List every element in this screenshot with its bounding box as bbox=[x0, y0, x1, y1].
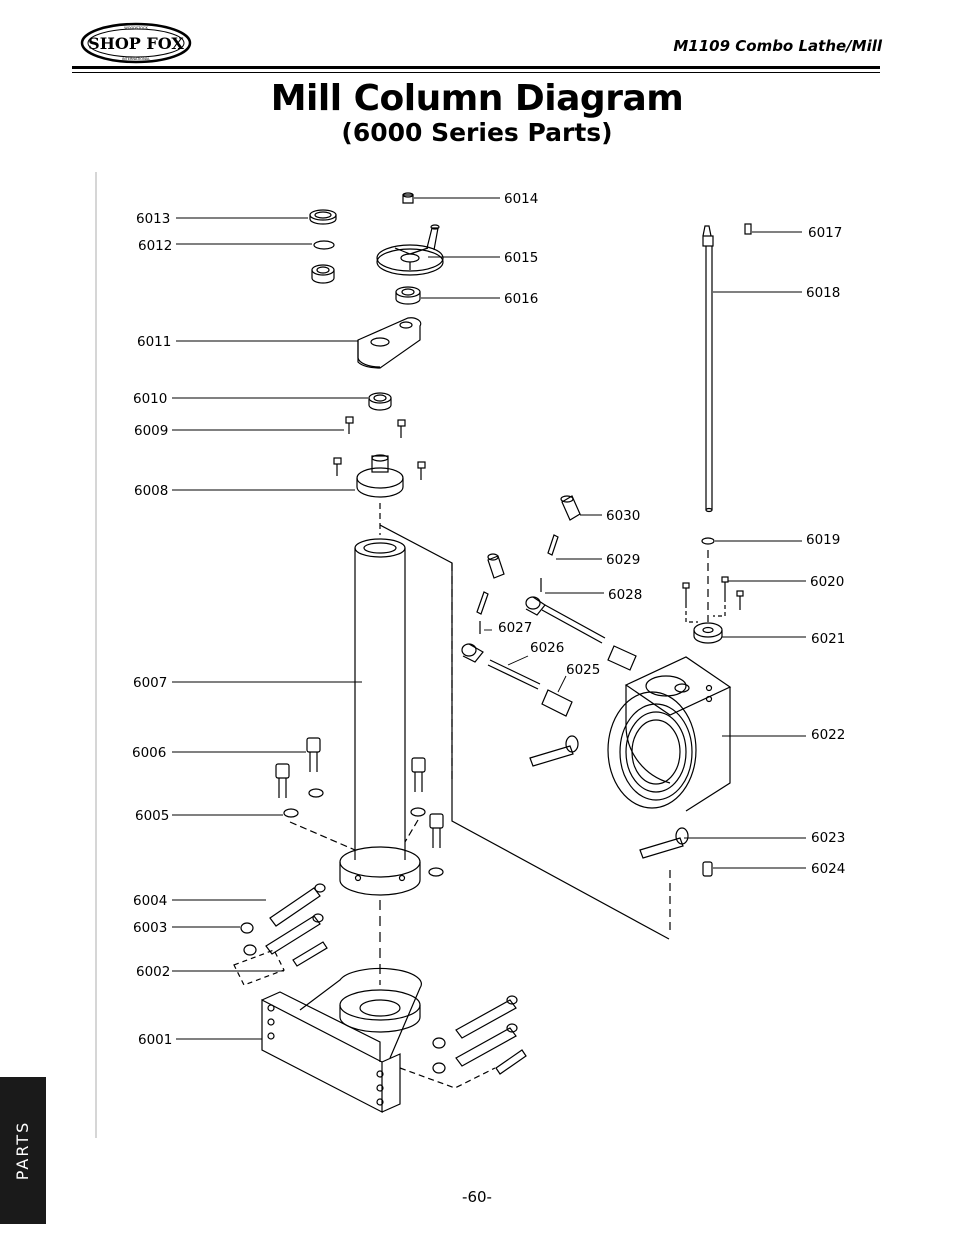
flange-6008 bbox=[356, 454, 404, 498]
callout-6026: 6026 bbox=[530, 640, 564, 656]
callout-6018: 6018 bbox=[806, 285, 840, 301]
column-base-flange bbox=[339, 846, 421, 896]
collar-6021 bbox=[693, 622, 723, 644]
pin-6017 bbox=[744, 223, 752, 235]
bolts-6004 bbox=[265, 883, 326, 955]
callout-6004: 6004 bbox=[133, 893, 167, 909]
bearing-6016 bbox=[395, 286, 421, 305]
callout-6014: 6014 bbox=[504, 191, 538, 207]
bearing-upper-housing bbox=[311, 264, 335, 284]
callout-6006: 6006 bbox=[132, 745, 166, 761]
callout-6017: 6017 bbox=[808, 225, 842, 241]
washer-6003b bbox=[243, 944, 257, 956]
callout-6003: 6003 bbox=[133, 920, 167, 936]
page-title: Mill Column Diagram bbox=[270, 78, 684, 119]
callout-6005: 6005 bbox=[135, 808, 169, 824]
hub-6028 bbox=[525, 596, 637, 671]
bracket-6011 bbox=[357, 317, 422, 369]
callout-6024: 6024 bbox=[811, 861, 845, 877]
rod-6018 bbox=[702, 225, 714, 513]
callout-6012: 6012 bbox=[138, 238, 172, 254]
callout-6009: 6009 bbox=[134, 423, 168, 439]
callout-6028: 6028 bbox=[608, 587, 642, 603]
screws-6020 bbox=[682, 576, 744, 610]
washers-6005 bbox=[283, 788, 444, 877]
model-name: M1109 Combo Lathe/Mill bbox=[673, 37, 882, 55]
callout-6015: 6015 bbox=[504, 250, 538, 266]
section-tab bbox=[0, 1077, 46, 1224]
callout-6027: 6027 bbox=[498, 620, 532, 636]
callout-6025: 6025 bbox=[566, 662, 600, 678]
lever-hub-6025 bbox=[541, 689, 573, 717]
callout-6030: 6030 bbox=[606, 508, 640, 524]
callout-6007: 6007 bbox=[133, 675, 167, 691]
base-side-bolts bbox=[432, 995, 527, 1075]
logo-ring-bottom: INTERNATIONAL bbox=[122, 57, 150, 61]
lever-rod-6029 bbox=[547, 534, 559, 556]
callout-6011: 6011 bbox=[137, 334, 171, 350]
header-rule-thin bbox=[72, 72, 880, 73]
column-base-6001 bbox=[261, 967, 422, 1113]
shop-fox-logo: SHOP FOX WOODSTOCK INTERNATIONAL bbox=[80, 22, 192, 64]
callout-6019: 6019 bbox=[806, 532, 840, 548]
washer-6003 bbox=[240, 922, 254, 934]
callout-6001: 6001 bbox=[138, 1032, 172, 1048]
section-tab-label: PARTS bbox=[13, 1120, 33, 1181]
bearing-6010 bbox=[368, 392, 392, 411]
logo-ring-top: WOODSTOCK bbox=[124, 26, 148, 30]
callout-6016: 6016 bbox=[504, 291, 538, 307]
stud-6023 bbox=[529, 735, 689, 859]
callout-6022: 6022 bbox=[811, 727, 845, 743]
page-subtitle: (6000 Series Parts) bbox=[341, 118, 613, 147]
lever-rod-upper bbox=[476, 591, 489, 615]
callout-6029: 6029 bbox=[606, 552, 640, 568]
bearing-6013 bbox=[309, 209, 337, 225]
handwheel-cap-6014 bbox=[402, 192, 414, 204]
cap-screws-6009 bbox=[333, 416, 426, 480]
headstock-6022 bbox=[607, 656, 732, 812]
leader-lines bbox=[172, 197, 806, 1040]
handwheel-6015 bbox=[376, 224, 444, 276]
set-screw-6024 bbox=[702, 861, 713, 877]
header-rule-thick bbox=[72, 66, 880, 69]
hub-6026 bbox=[461, 643, 541, 690]
taper-pin-6002 bbox=[292, 941, 328, 967]
lever-knob-6030 bbox=[560, 495, 581, 521]
callout-6023: 6023 bbox=[811, 830, 845, 846]
callout-6008: 6008 bbox=[134, 483, 168, 499]
callout-6020: 6020 bbox=[810, 574, 844, 590]
page-number: -60- bbox=[462, 1188, 492, 1206]
logo-wordmark: SHOP FOX bbox=[88, 34, 184, 53]
callout-6021: 6021 bbox=[811, 631, 845, 647]
o-ring-6019 bbox=[701, 537, 715, 545]
callout-6002: 6002 bbox=[136, 964, 170, 980]
cap-screws-6006 bbox=[275, 737, 444, 848]
lever-knob-upper bbox=[487, 553, 505, 579]
retaining-ring-6012 bbox=[313, 240, 335, 250]
column-6007 bbox=[354, 538, 406, 860]
callout-6013: 6013 bbox=[136, 211, 170, 227]
callout-6010: 6010 bbox=[133, 391, 167, 407]
